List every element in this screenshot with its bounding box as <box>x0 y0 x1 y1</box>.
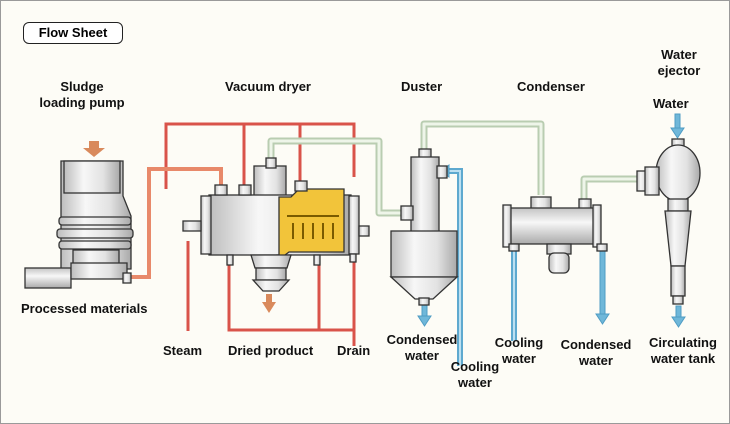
sludge-pump <box>24 160 134 289</box>
label-water-ejector: Water ejector <box>657 47 701 78</box>
label-dried-product: Dried product <box>228 343 314 358</box>
label-drain: Drain <box>337 343 371 358</box>
label-circulating-water-tank: Circulating water tank <box>649 335 717 366</box>
vacuum-dryer <box>182 157 370 292</box>
label-condensed-water-1: Condensed water <box>386 332 458 363</box>
condenser <box>502 196 608 274</box>
label-sludge-pump: Sludge loading pump <box>39 79 125 110</box>
feed-line <box>129 167 223 279</box>
label-cooling-water-1: Cooling water <box>450 359 500 390</box>
page-title: Flow Sheet <box>23 22 123 44</box>
label-processed-materials: Processed materials <box>21 301 148 316</box>
label-vacuum-dryer: Vacuum dryer <box>225 79 311 94</box>
water-ejector <box>636 138 701 305</box>
label-cooling-water-2: Cooling water <box>494 335 544 366</box>
feed-arrows <box>83 141 276 313</box>
steam-lines <box>164 122 356 346</box>
label-steam: Steam <box>163 343 203 358</box>
label-duster: Duster <box>401 79 443 94</box>
label-condensed-water-2: Condensed water <box>560 337 632 368</box>
label-water: Water <box>653 96 689 111</box>
label-condenser: Condenser <box>517 79 585 94</box>
duster <box>389 148 459 306</box>
